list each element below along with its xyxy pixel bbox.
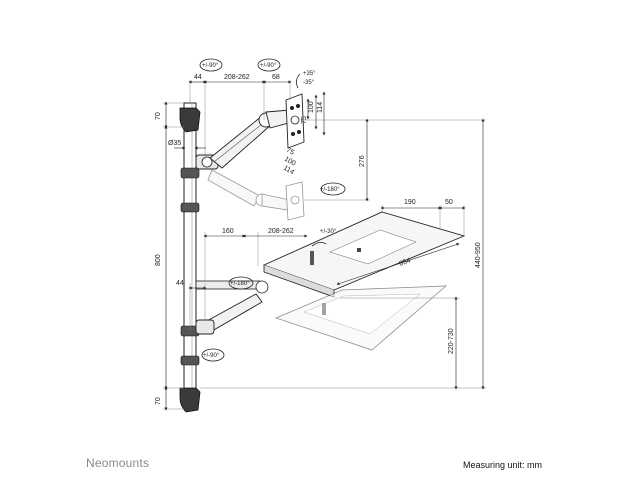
dim-total-height: 440-950 xyxy=(475,242,482,268)
dim-208-262-top: 208-262 xyxy=(224,74,250,81)
rot-label-monitor: +/-180° xyxy=(320,187,340,193)
dim-44-top: 44 xyxy=(194,74,202,81)
dim-kb-160: 160 xyxy=(222,228,234,235)
vesa-114-horizontal: 114 xyxy=(282,165,295,177)
dim-68: 68 xyxy=(272,74,280,81)
monitor-arm-ghost xyxy=(207,169,305,221)
dim-kb-654: 654 xyxy=(398,257,411,268)
vesa-114-vertical: 114 xyxy=(317,102,324,113)
tilt-up: +35° xyxy=(303,71,316,77)
rot-label-kb-90: +/-90° xyxy=(203,353,220,359)
dim-kb-50: 50 xyxy=(445,199,453,206)
dim-diameter: Ø35 xyxy=(168,140,181,147)
tilt-down: -35° xyxy=(303,80,315,86)
dimension-labels: +/-90° +/-90° 44 208-262 68 +35° -35° 10… xyxy=(155,63,482,405)
rot-label-top-right: +/-90° xyxy=(260,63,277,69)
rot-label-kb-180: +/-180° xyxy=(230,281,250,287)
rotation-arrow-icon xyxy=(199,58,346,362)
keyboard-tray-ghost xyxy=(274,285,448,351)
rot-label-top-left: +/-90° xyxy=(202,63,219,69)
vesa-100-horizontal: 100 xyxy=(283,156,297,168)
dim-70-top: 70 xyxy=(155,112,162,120)
dim-800: 800 xyxy=(155,254,162,266)
measuring-unit: Measuring unit: mm xyxy=(463,460,543,470)
dim-kb-190: 190 xyxy=(404,199,416,206)
dim-276: 276 xyxy=(359,155,366,167)
guide-lines xyxy=(163,80,486,410)
dim-70-bottom: 70 xyxy=(155,397,162,405)
dim-kb-208-262: 208-262 xyxy=(268,228,294,235)
dim-kb-height: 220-730 xyxy=(448,328,455,354)
dim-kb-44: 44 xyxy=(176,280,184,287)
brand-logo: Neomounts xyxy=(86,456,150,470)
vesa-75-vertical: 75 xyxy=(301,116,308,124)
monitor-arm xyxy=(195,93,305,170)
kb-tilt-label: +/-30° xyxy=(320,229,337,235)
vesa-100-vertical: 100 xyxy=(308,101,315,113)
vesa-75-horizontal: 75 xyxy=(285,147,295,157)
pole xyxy=(179,102,201,413)
dimension-lines xyxy=(164,80,485,411)
